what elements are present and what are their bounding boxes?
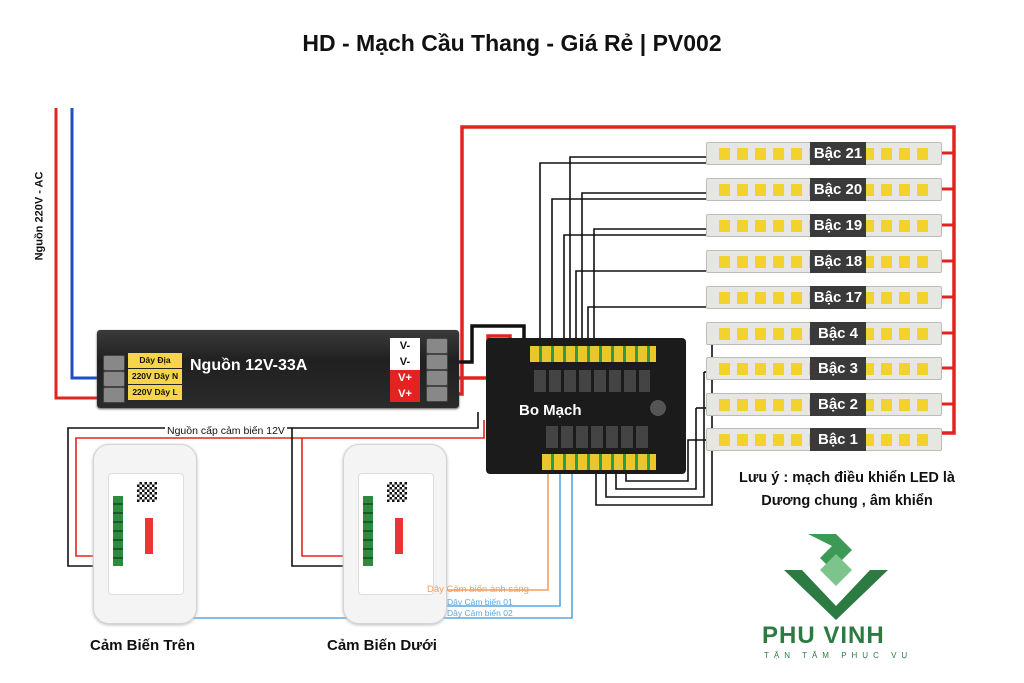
- phu-vinh-logo-icon: [784, 534, 888, 620]
- ac-neutral-wire: [70, 108, 104, 380]
- board-terminal-row-top: [530, 346, 656, 362]
- sensor2-power-black: [291, 428, 352, 567]
- led-strip-label-19: Bậc 19: [810, 214, 866, 237]
- led-strip-label-3: Bậc 3: [810, 357, 866, 380]
- led-strip-label-20: Bậc 20: [810, 178, 866, 201]
- psu-output-terminal: [426, 386, 448, 402]
- sensor2-wire-label: Dây Cảm biến 02: [447, 608, 513, 618]
- sensor-power-red: [75, 420, 485, 557]
- board-buzzer: [650, 400, 666, 416]
- positive-bus-wire: [452, 125, 956, 435]
- psu-output-terminal: [426, 354, 448, 370]
- control-board: [486, 338, 686, 474]
- sensor-top-label: Cảm Biến Trên: [90, 637, 196, 654]
- sensor1-wire-label: Dây Cảm biến 01: [447, 597, 513, 607]
- strip-positive-taps: [942, 151, 954, 406]
- psu-output-v-minus-1: V-: [390, 338, 420, 354]
- sensor-power-black: [67, 412, 479, 567]
- psu-input-ground: Dây Địa: [128, 353, 182, 368]
- psu-input-terminal: [103, 371, 125, 387]
- led-strip-label-4: Bậc 4: [810, 322, 866, 345]
- sensor-top: [93, 444, 197, 624]
- psu-negative-wire: [452, 324, 526, 364]
- led-strip-label-17: Bậc 17: [810, 286, 866, 309]
- psu-input-terminal: [103, 355, 125, 371]
- logo-name: PHU VINH: [762, 622, 885, 649]
- board-relay-bank: [546, 426, 650, 448]
- psu-output-v-plus-2: V+: [390, 386, 420, 402]
- psu-title: Nguồn 12V-33A: [190, 357, 308, 374]
- led-strip-label-21: Bậc 21: [810, 142, 866, 165]
- sensor-bottom: [343, 444, 447, 624]
- led-strip-label-18: Bậc 18: [810, 250, 866, 273]
- sensor-bottom-label: Cảm Biến Dưới: [327, 637, 437, 654]
- sensor-power-label: Nguồn cấp cảm biến 12V: [165, 425, 287, 437]
- lower-strip-wires: [595, 335, 713, 506]
- upper-strip-wires: [539, 156, 706, 346]
- logo-tagline: TẬN TÂM PHỤC VỤ: [764, 651, 913, 660]
- psu-output-v-plus-1: V+: [390, 370, 420, 386]
- ac-source-label: Nguồn 220V - AC: [33, 171, 46, 261]
- psu-input-terminal: [103, 387, 125, 403]
- sensor2-power-red: [301, 438, 352, 557]
- light-sensor-wire-label: Dây Cảm biến ánh sáng: [427, 584, 529, 595]
- ac-live-wire: [54, 108, 104, 400]
- led-strip-label-1: Bậc 1: [810, 428, 866, 451]
- page-title: HD - Mạch Cầu Thang - Giá Rẻ | PV002: [302, 30, 722, 56]
- psu-output-terminal: [426, 370, 448, 386]
- board-relay-bank: [534, 370, 650, 392]
- led-strip-label-2: Bậc 2: [810, 393, 866, 416]
- wiring-note: Lưu ý : mạch điều khiển LED là Dương chu…: [739, 470, 955, 509]
- psu-input-neutral: 220V Dây N: [128, 369, 182, 384]
- board-title: Bo Mạch: [519, 402, 582, 419]
- psu-output-v-minus-2: V-: [390, 354, 420, 370]
- psu-input-live: 220V Dây L: [128, 385, 182, 400]
- board-terminal-row-bottom: [542, 454, 656, 470]
- psu-output-terminal: [426, 338, 448, 354]
